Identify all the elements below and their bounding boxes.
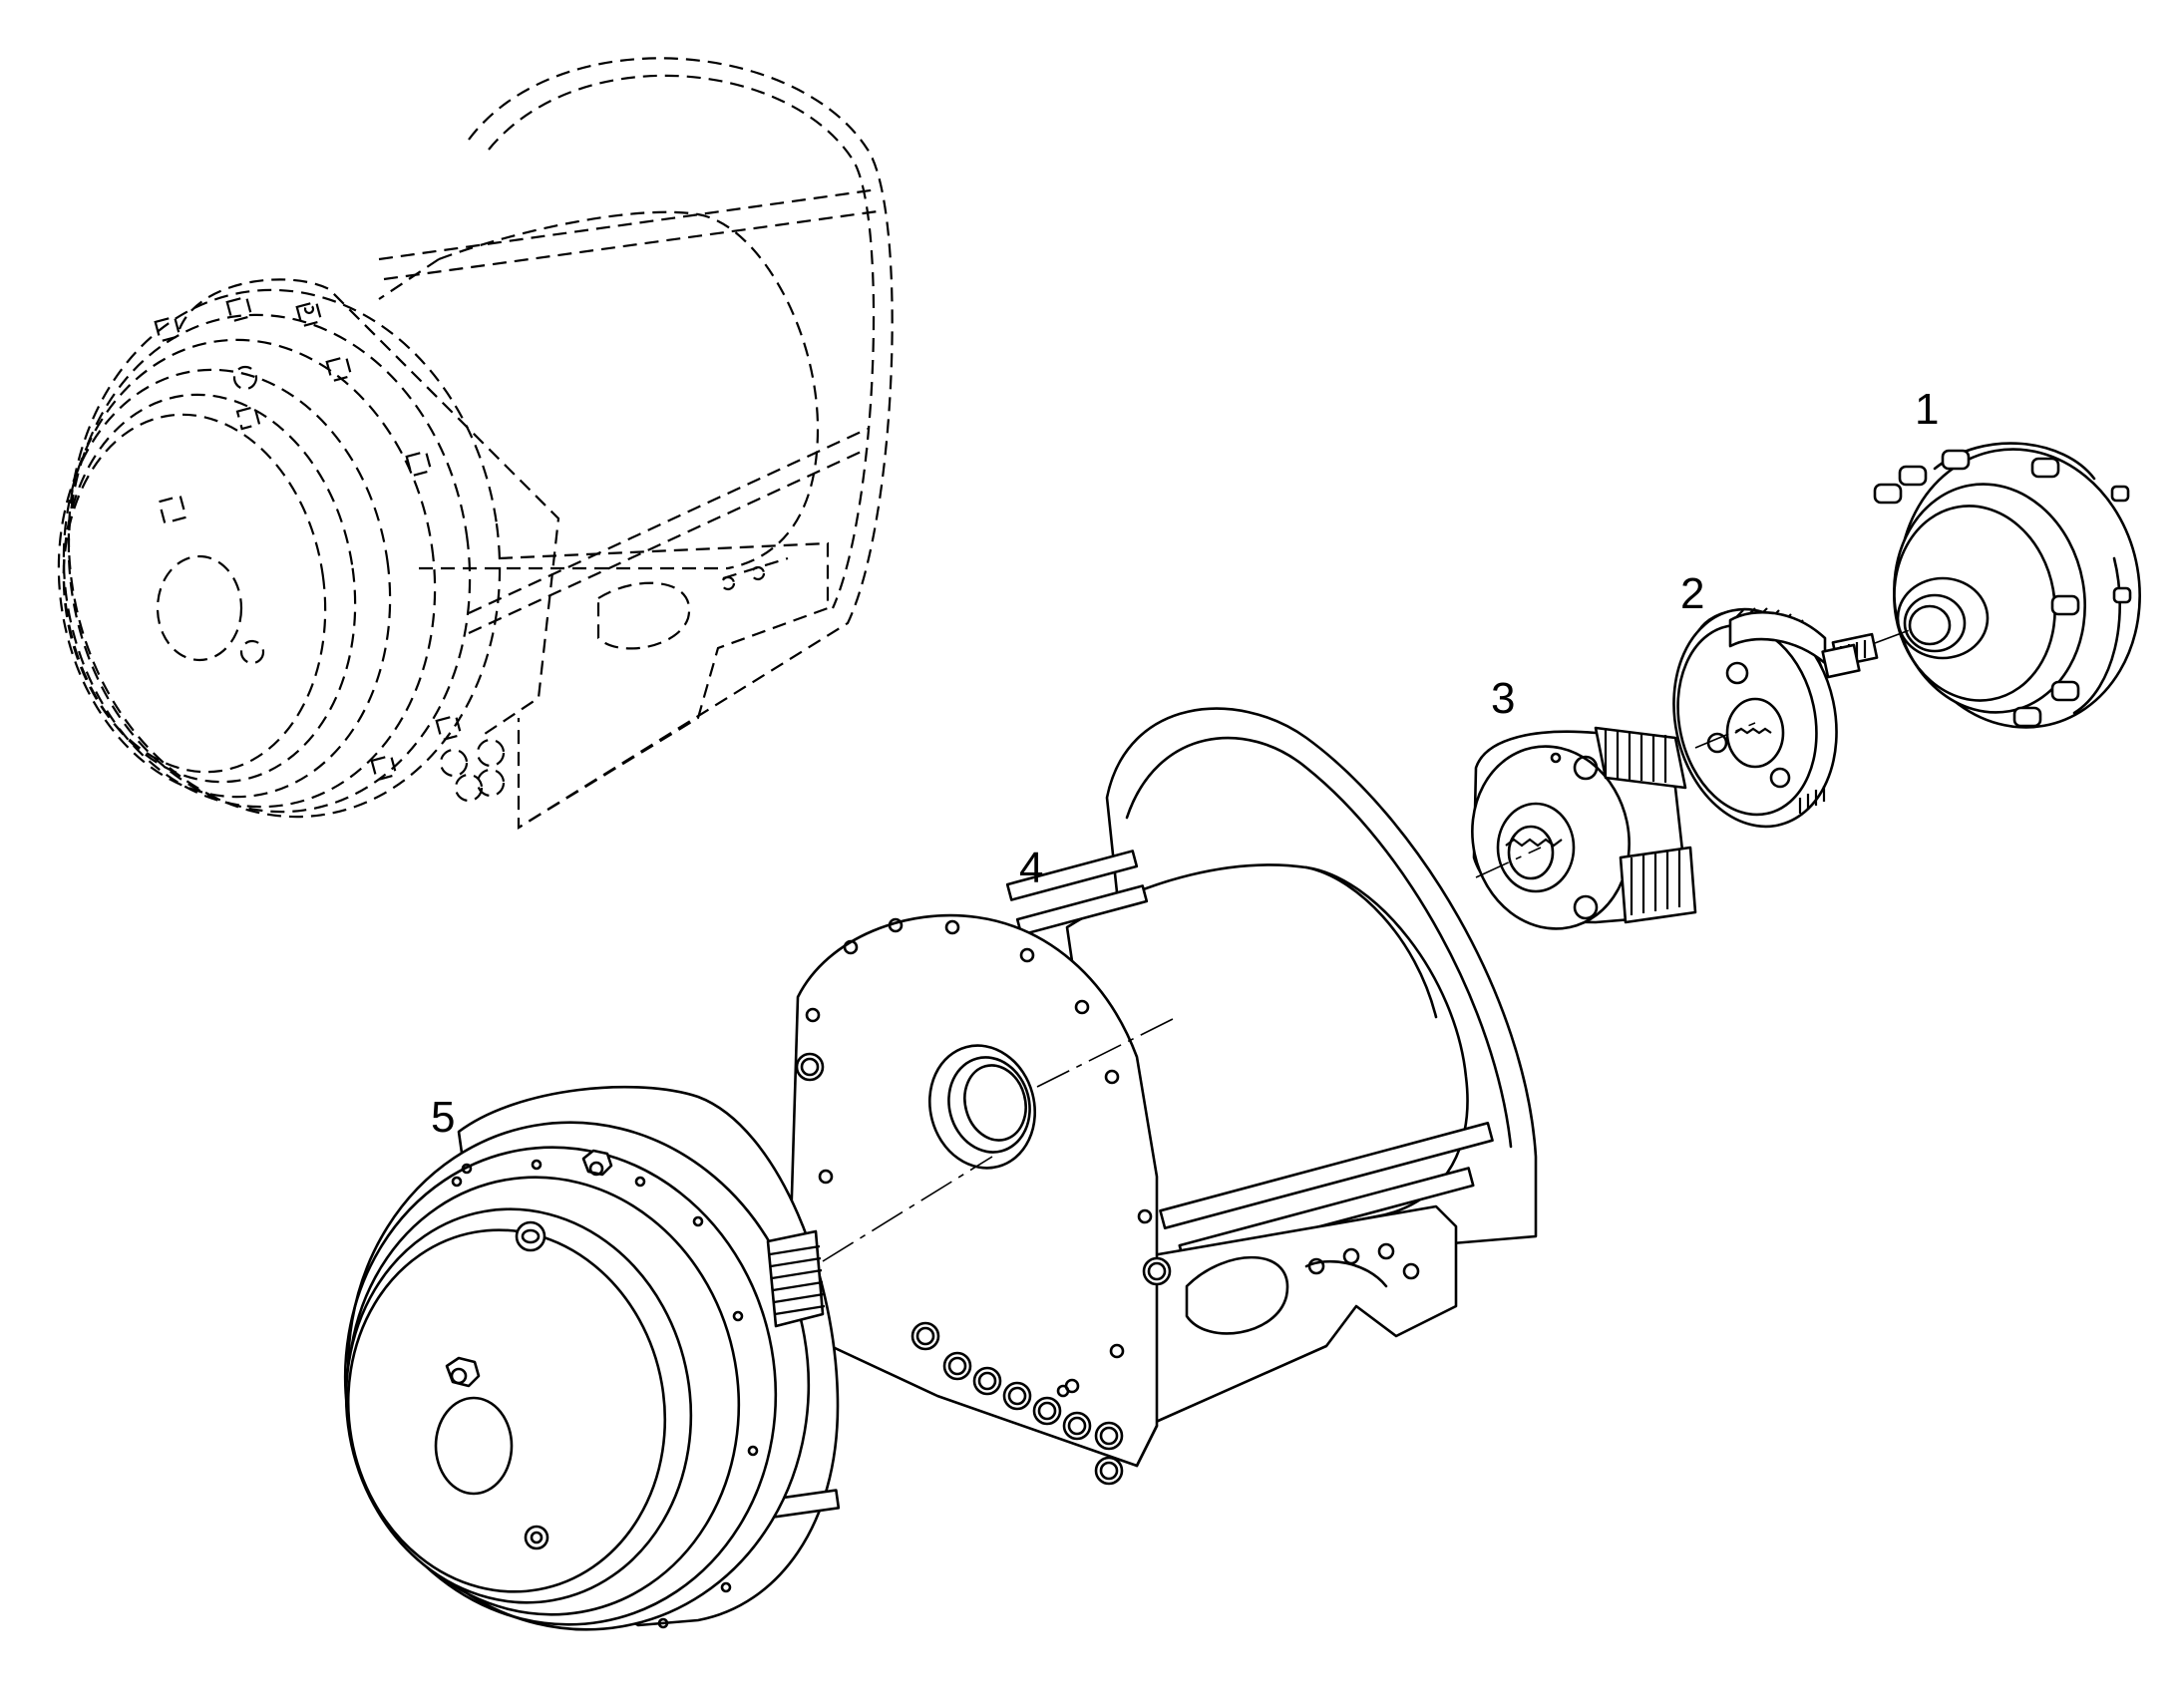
part-3-gear-carrier xyxy=(1471,726,1697,930)
assembly-centerline xyxy=(822,627,1916,1262)
callout-3: 3 xyxy=(1491,674,1515,723)
part-2-planetary-stage xyxy=(1672,607,1861,829)
callout-1: 1 xyxy=(1915,385,1939,434)
part-4-winch-drum-frame xyxy=(786,707,1538,1486)
callout-5: 5 xyxy=(431,1093,455,1142)
assembled-winch-ghost xyxy=(57,57,894,830)
callout-2: 2 xyxy=(1680,569,1704,618)
part-1-hydraulic-motor xyxy=(1831,442,2141,729)
callout-4: 4 xyxy=(1019,844,1043,892)
part-5-gearbox-housing xyxy=(343,1085,841,1631)
